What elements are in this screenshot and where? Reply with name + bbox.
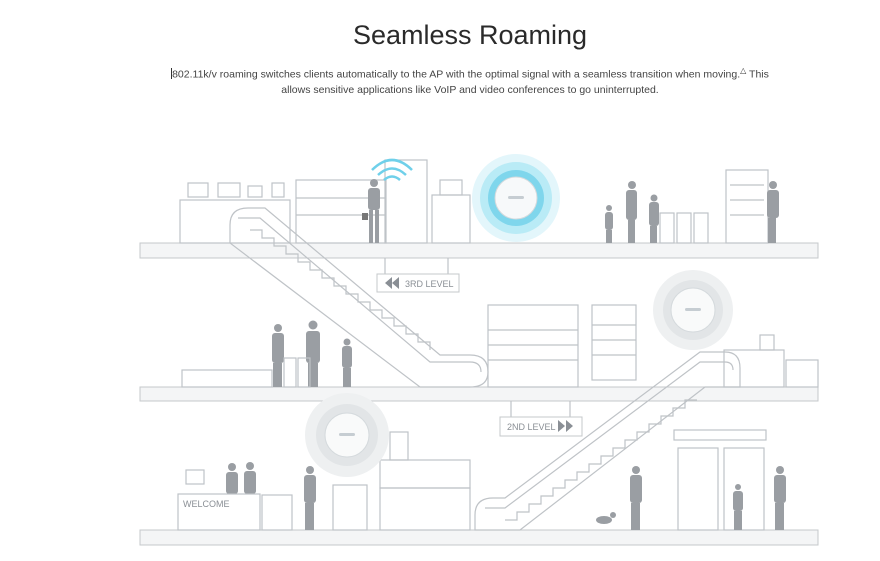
bench-and-people [181,320,352,388]
description-text-2: This allows sensitive applications like … [281,68,769,96]
footnote-mark[interactable]: △ [740,66,747,75]
description-text: 802.11k/v roaming switches clients autom… [172,68,741,81]
checkout-counter [723,334,819,388]
sign-3rd-level-label: 3RD LEVEL [405,279,454,289]
grocery-shelves [487,304,637,388]
sign-2nd-level-label: 2ND LEVEL [507,422,556,432]
access-point-active[interactable] [472,154,560,242]
floor-3 [139,242,819,259]
access-point-2nd[interactable] [653,270,733,350]
person-with-dog [596,466,642,530]
text-cursor [171,67,173,79]
escalator-upper [229,207,489,388]
page-title: Seamless Roaming [352,20,588,50]
access-point-1st[interactable] [305,393,389,477]
sign-2nd-level: 2ND LEVEL [499,401,583,437]
welcome-sign: WELCOME [183,499,230,509]
person-with-phone [362,179,380,243]
wifi-signal-icon [371,158,413,181]
electronics-store [179,159,471,244]
welcome-desk: WELCOME [177,469,293,531]
vending-machine [725,169,779,244]
escalator-lower [474,351,741,531]
people-group-3rd [605,181,709,244]
floor-1 [139,529,819,546]
restrooms [673,429,786,531]
floor-2 [139,386,819,402]
feature-description: 802.11k/v roaming switches clients autom… [170,63,770,98]
cafe [332,431,471,531]
sign-3rd-level: 3RD LEVEL [376,258,460,293]
